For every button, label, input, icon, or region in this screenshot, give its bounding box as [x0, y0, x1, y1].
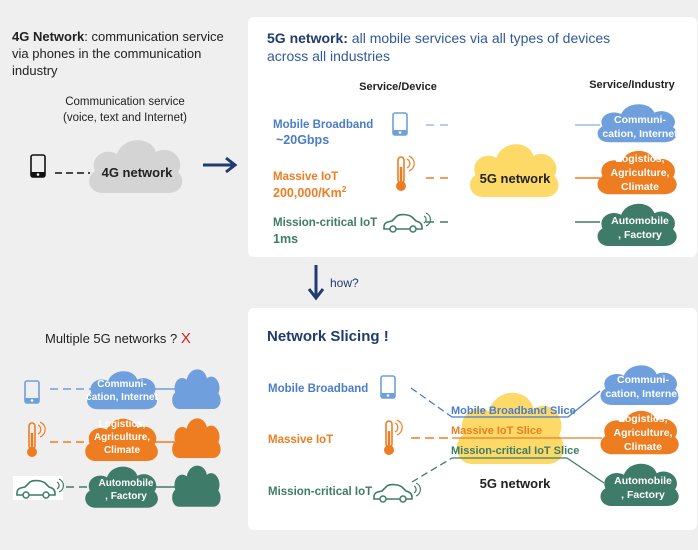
metric-bandwidth: ~20Gbps — [276, 133, 329, 147]
5g-title-line2: across all industries — [267, 48, 390, 64]
industry-label: Communi- — [617, 374, 669, 386]
slicing-service-iot: Massive IoT — [268, 434, 333, 446]
industry-label: , Factory — [618, 229, 662, 241]
slice-label-iot: Massive IoT Slice — [451, 425, 542, 437]
industry-label: cation, Internet — [86, 392, 158, 403]
industry-label: Automobile — [611, 215, 669, 227]
industry-label: , Factory — [105, 491, 147, 502]
5g-title: 5G network: all mobile services via all … — [267, 30, 610, 46]
slice-label-mbb: Mobile Broadband Slice — [451, 405, 576, 417]
arrow-right-icon — [203, 156, 238, 174]
how-label: how? — [330, 276, 359, 290]
4g-cloud-label: 4G network — [102, 165, 174, 180]
industry-label: Agriculture, — [614, 427, 673, 439]
industry-label: Automobile — [99, 478, 154, 489]
col-header-industry: Service/Industry — [589, 79, 675, 91]
service-mission-critical: Mission-critical IoT — [273, 217, 377, 229]
metric-density: 200,000/Km2 — [273, 185, 347, 200]
multiple-networks-question: Multiple 5G networks ? X — [45, 330, 191, 347]
4g-service-detail: (voice, text and Internet) — [63, 112, 187, 124]
4g-service-label: Communication service — [65, 96, 185, 108]
industry-label: Climate — [621, 181, 659, 193]
industry-label: Climate — [104, 445, 141, 456]
industry-label: cation, Internet — [602, 128, 678, 140]
5g-cloud-label: 5G network — [480, 171, 552, 186]
metric-latency: 1ms — [273, 232, 298, 246]
service-mobile-broadband: Mobile Broadband — [273, 119, 373, 131]
industry-label: Agriculture, — [611, 167, 670, 179]
4g-title-line3: industry — [12, 63, 58, 78]
arrow-down-icon — [307, 265, 325, 301]
industry-label: Communi- — [97, 379, 146, 390]
industry-label: Climate — [624, 441, 662, 453]
slice-label-critical: Mission-critical IoT Slice — [451, 445, 579, 457]
industry-label: Logistics, — [99, 419, 146, 430]
4g-title-line2: via phones in the communication — [12, 46, 201, 61]
slice-line-critical — [452, 457, 605, 484]
service-massive-iot: Massive IoT — [273, 171, 338, 183]
slicing-service-mbb: Mobile Broadband — [268, 383, 368, 395]
panel-5g — [248, 17, 697, 257]
industry-label: Logistics, — [615, 153, 664, 165]
industry-label: Communi- — [614, 114, 666, 126]
industry-label: Agriculture, — [94, 432, 150, 443]
slicing-cloud-label: 5G network — [480, 476, 552, 491]
slicing-title: Network Slicing ! — [267, 328, 389, 345]
slicing-service-critical: Mission-critical IoT — [268, 486, 372, 498]
industry-label: Logistics, — [618, 413, 667, 425]
industry-label: Automobile — [614, 475, 672, 487]
slice-line-mbb — [452, 390, 601, 418]
industry-label: cation, Internet — [605, 388, 681, 400]
col-header-device: Service/Device — [359, 81, 437, 93]
industry-label: , Factory — [621, 489, 665, 501]
4g-title: 4G Network: communication service — [12, 29, 224, 44]
